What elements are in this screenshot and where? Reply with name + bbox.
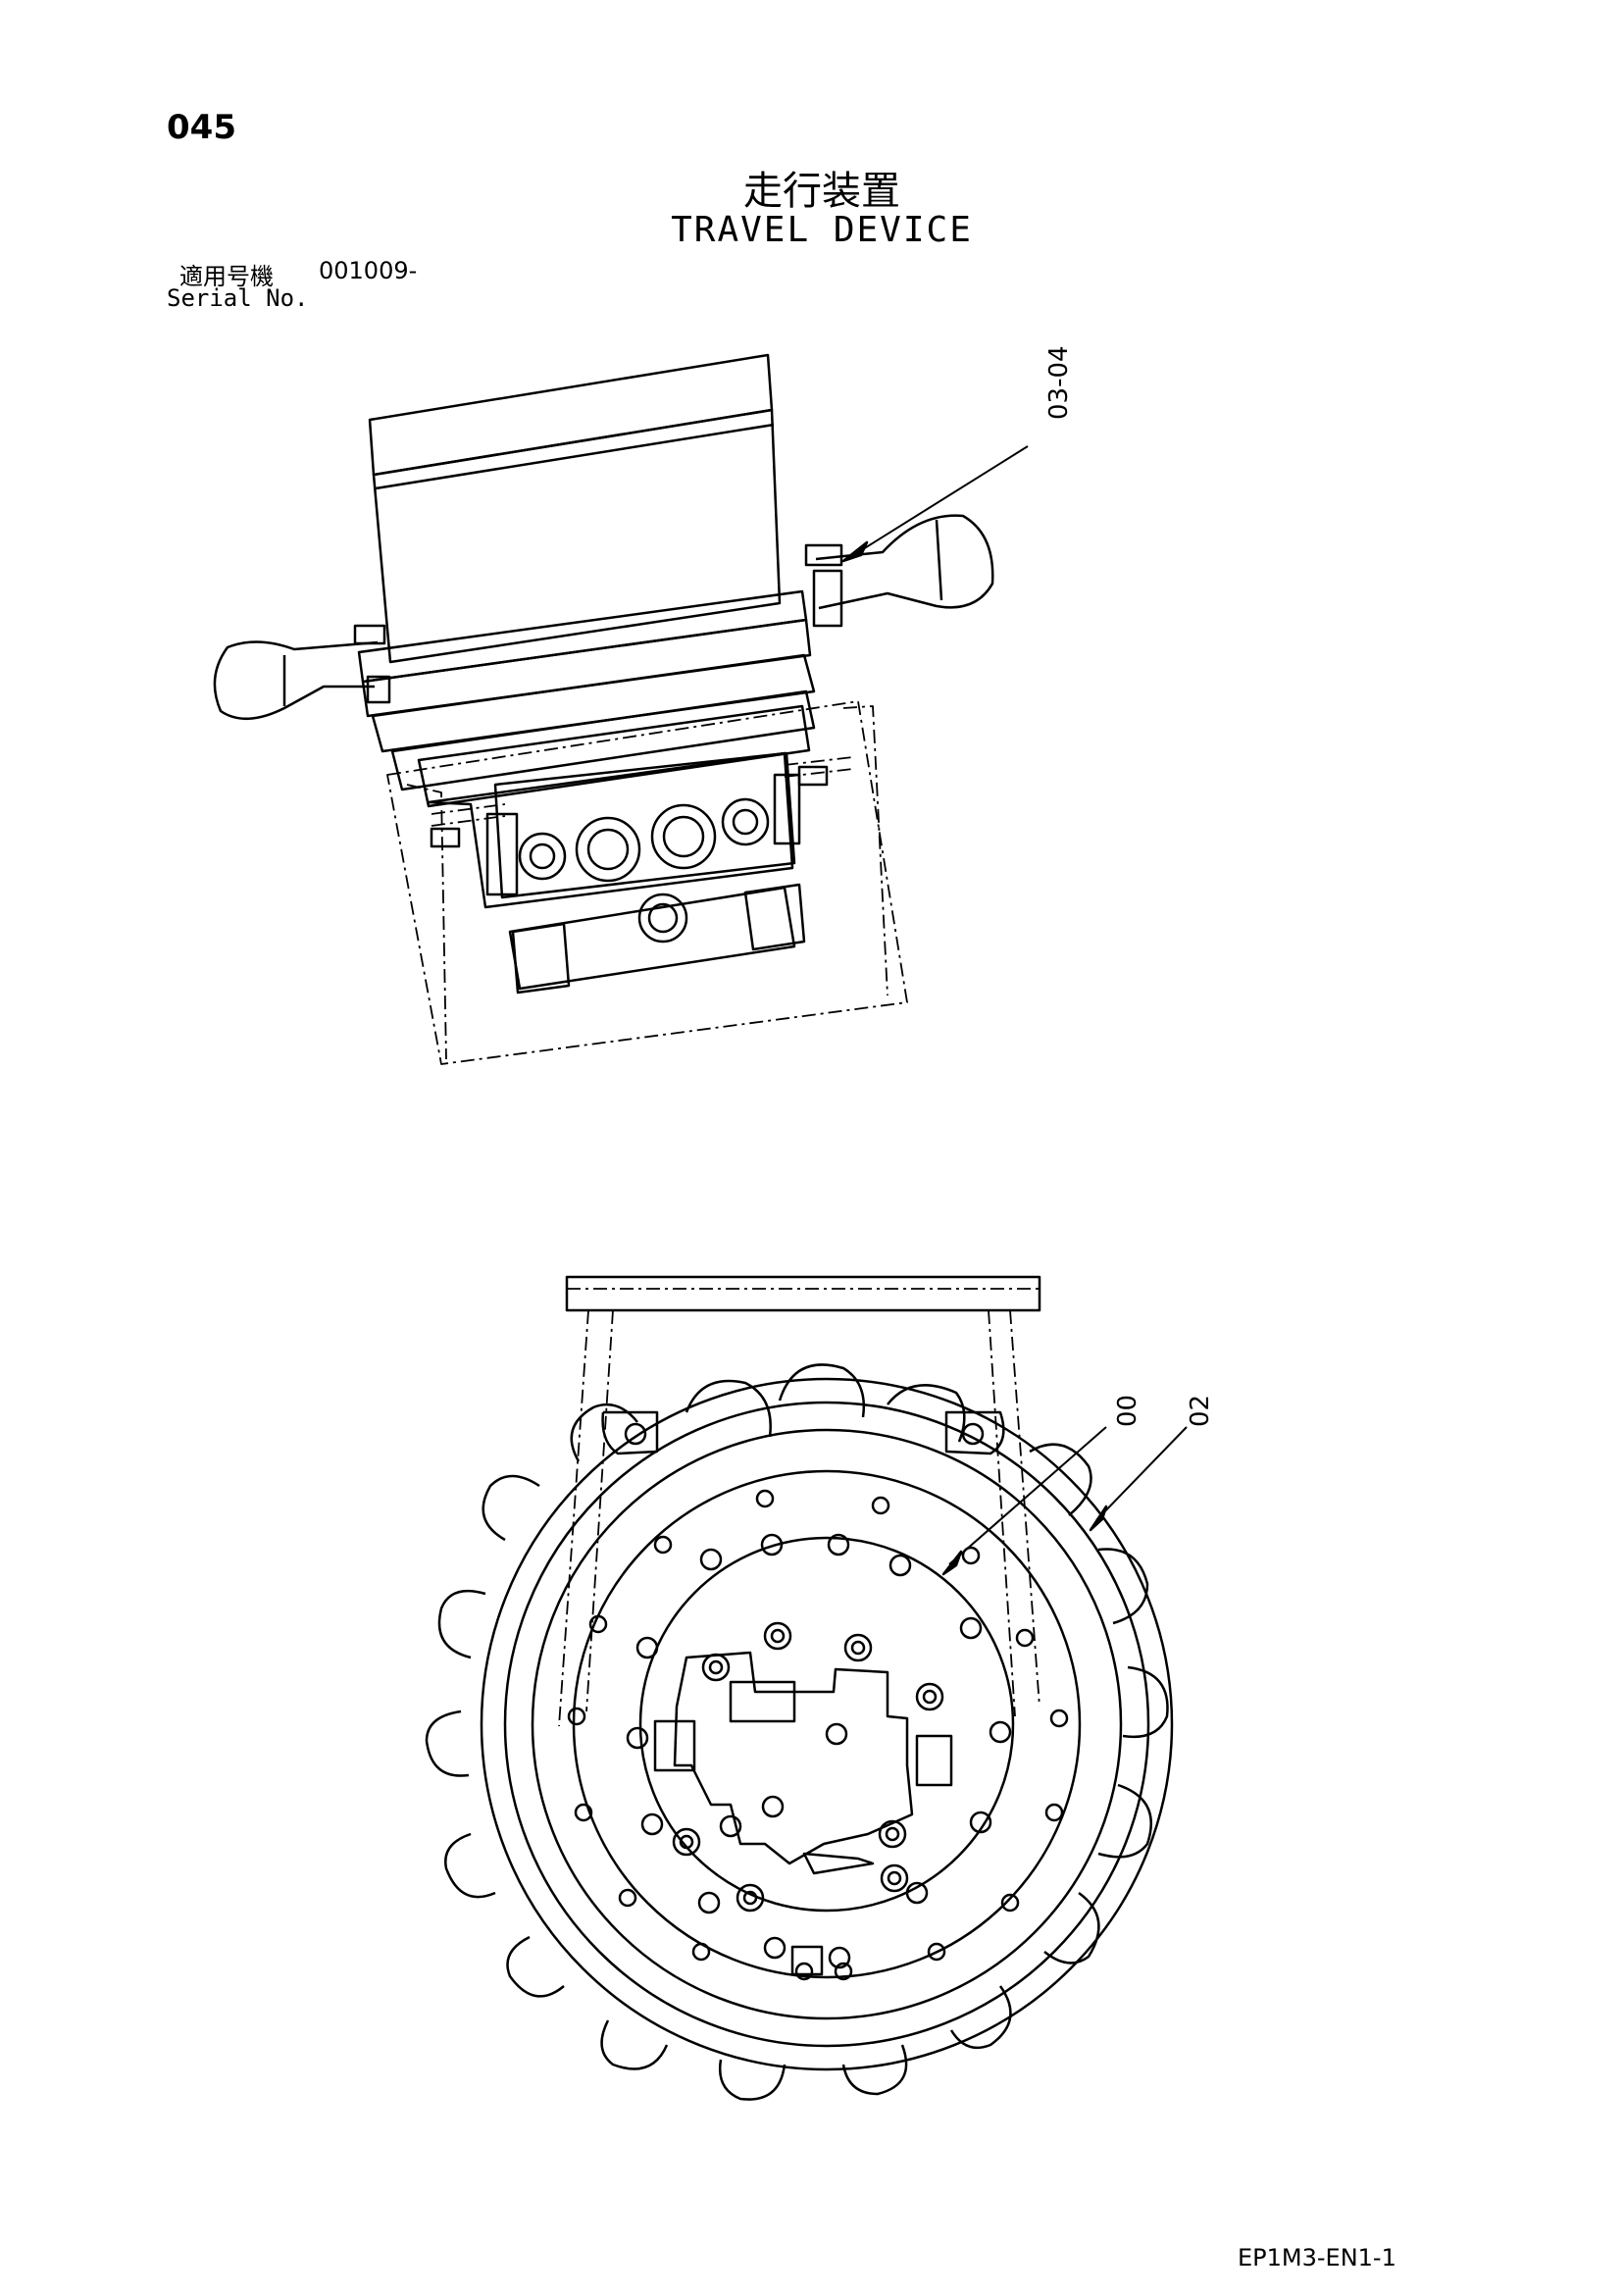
callout-00: 00 — [1113, 1395, 1142, 1427]
mounting-plate — [565, 1275, 1041, 1312]
serial-label-english: Serial No. — [167, 284, 309, 312]
callout-02: 02 — [1186, 1395, 1215, 1427]
page-number: 045 — [167, 108, 236, 147]
right-lug — [815, 514, 994, 610]
inner-bolt-circle — [626, 1533, 1012, 1969]
callout-03-04: 03-04 — [1044, 345, 1074, 420]
left-lug — [213, 640, 379, 721]
serial-label-japanese: 適用号機 — [179, 263, 274, 290]
serial-range: 001009- — [319, 257, 418, 284]
track-frame-outline — [386, 700, 908, 1065]
document-code: EP1M3-EN1-1 — [1238, 2244, 1396, 2271]
leader-03-04 — [854, 445, 1029, 555]
housing-body — [372, 408, 782, 664]
title-japanese: 走行装置 — [743, 169, 900, 214]
sprocket-outer-ring — [480, 1377, 1174, 2071]
title-english: TRAVEL DEVICE — [671, 210, 973, 250]
outer-bolt-circle — [567, 1489, 1069, 1981]
flange — [357, 589, 808, 684]
valve-block — [427, 751, 794, 909]
front-view — [425, 1275, 1188, 2101]
center-valve-block — [673, 1651, 914, 1865]
leader-02 — [1095, 1426, 1188, 1521]
sprocket-teeth — [425, 1363, 1169, 2101]
leader-00 — [948, 1426, 1107, 1565]
side-view — [213, 353, 1029, 1065]
